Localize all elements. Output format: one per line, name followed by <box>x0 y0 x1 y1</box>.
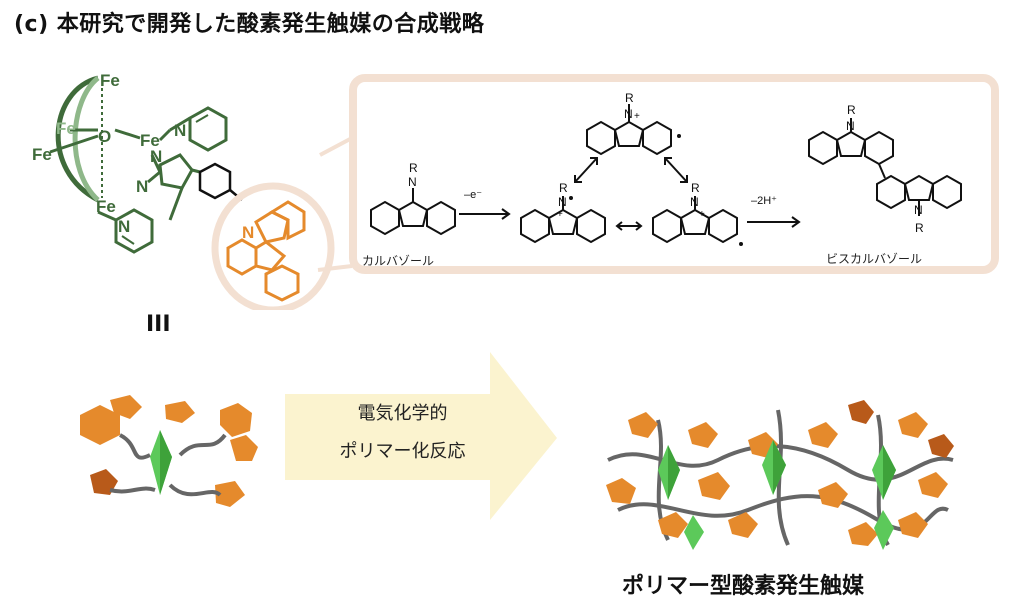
monomer-model-image <box>80 395 258 507</box>
process-label-line2: ポリマー化反応 <box>339 441 466 462</box>
biscarbazole-caption: ビスカルバゾール <box>826 252 923 266</box>
r-group-label: R <box>847 103 856 117</box>
process-label: 電気化学的 ポリマー化反応 <box>300 395 505 471</box>
fe-atom-label: Fe <box>32 145 52 164</box>
polymer-model-image <box>606 400 954 550</box>
plus-charge: + <box>634 111 640 122</box>
carbazole-structure <box>370 188 456 236</box>
polymer-catalyst-label: ポリマー型酸素発生触媒 <box>622 574 865 599</box>
n-atom-label: N <box>914 203 923 217</box>
o-atom-label: O <box>98 127 111 146</box>
n-atom-label: N <box>846 119 855 133</box>
reaction-step-label: –e⁻ <box>464 189 483 201</box>
r-group-label: R <box>559 181 568 195</box>
radical-dot <box>739 242 743 246</box>
radical-cation-structure <box>520 196 606 244</box>
radical-dot <box>677 134 681 138</box>
zoom-connector <box>317 136 353 272</box>
n-atom-label: N <box>408 175 417 189</box>
biscarbazole-structure <box>808 118 962 216</box>
n-atom-label: N <box>558 195 567 209</box>
compound-label: III <box>146 312 171 337</box>
fe-complex-structure: Fe Fe O Fe Fe Fe N N N N N <box>32 71 335 310</box>
r-group-label: R <box>409 161 418 175</box>
n-atom-label: N <box>242 223 254 242</box>
r-group-label: R <box>625 91 634 105</box>
n-atom-label: N <box>624 107 633 121</box>
resonance-structure-right <box>652 196 738 244</box>
reaction-step-label: –2H⁺ <box>751 195 777 207</box>
fe-atom-label: Fe <box>56 119 76 138</box>
n-atom-label: N <box>150 147 162 166</box>
radical-dot <box>569 196 573 200</box>
n-atom-label: N <box>136 177 148 196</box>
plus-charge: + <box>557 209 563 220</box>
fe-atom-label: Fe <box>96 197 116 216</box>
fe-atom-label: Fe <box>100 71 120 90</box>
n-atom-label: N <box>174 121 186 140</box>
plus-charge: + <box>699 209 705 220</box>
mechanism-panel <box>349 74 999 274</box>
resonance-structure-top <box>586 104 672 156</box>
n-atom-label: N <box>118 217 130 236</box>
r-group-label: R <box>915 221 924 235</box>
process-arrow <box>285 352 557 520</box>
fe-atom-label: Fe <box>140 131 160 150</box>
n-atom-label: N <box>690 195 699 209</box>
carbazole-caption: カルバゾール <box>362 254 435 268</box>
figure-title: (c) 本研究で開発した酸素発生触媒の合成戦略 <box>14 12 485 37</box>
mechanism-scheme: N R N R N R N R N R N R + + + <box>370 91 962 246</box>
process-label-line1: 電気化学的 <box>357 403 448 424</box>
r-group-label: R <box>691 181 700 195</box>
